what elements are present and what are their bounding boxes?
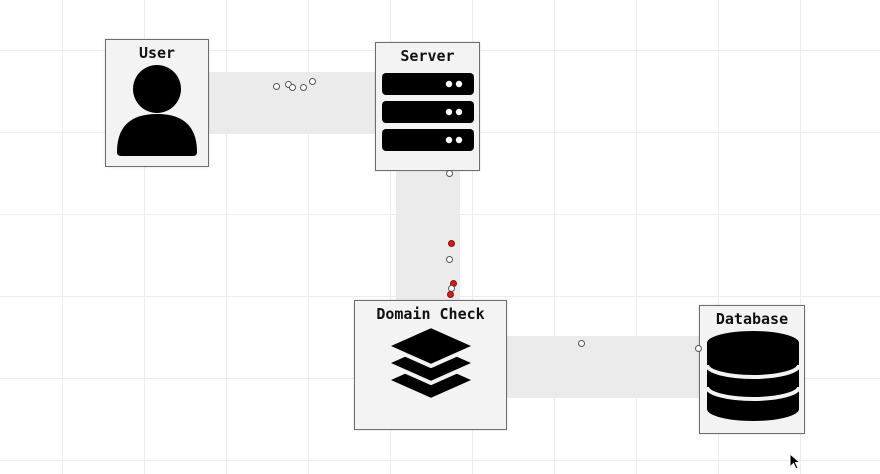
connection-user-server <box>208 72 376 134</box>
mouse-cursor-icon <box>789 453 802 470</box>
packet <box>289 84 296 91</box>
node-domain-check[interactable]: Domain Check <box>354 300 507 430</box>
packet <box>446 170 453 177</box>
connection-domain-check-database <box>507 336 700 398</box>
server-rack-icon <box>382 73 474 151</box>
packet <box>273 83 280 90</box>
node-database-label: Database <box>715 310 789 328</box>
node-server[interactable]: Server <box>375 42 480 171</box>
packet-error <box>447 291 454 298</box>
layers-icon <box>385 326 477 402</box>
database-icon <box>707 331 799 421</box>
packet <box>309 78 316 85</box>
packet-error <box>448 240 455 247</box>
packet <box>446 256 453 263</box>
node-domain-check-label: Domain Check <box>376 305 485 323</box>
person-icon <box>117 65 197 156</box>
packet <box>695 345 702 352</box>
node-user[interactable]: User <box>105 39 209 167</box>
node-database[interactable]: Database <box>699 305 805 434</box>
packet <box>578 340 585 347</box>
connection-server-domain-check <box>396 170 460 301</box>
packet <box>300 84 307 91</box>
node-user-label: User <box>138 44 176 62</box>
node-server-label: Server <box>400 47 455 65</box>
